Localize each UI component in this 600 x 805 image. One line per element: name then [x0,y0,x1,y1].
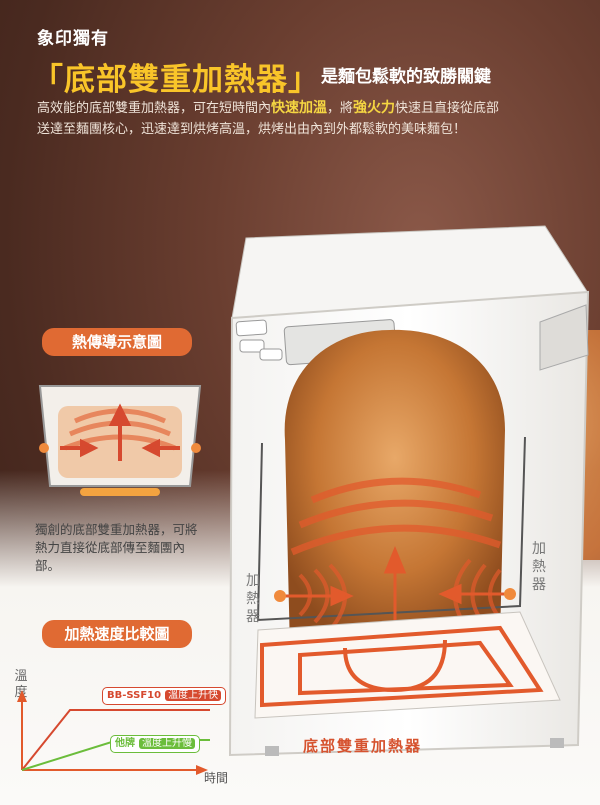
machine-foot-left [265,746,279,756]
heater-right-label: 加熱器 [532,541,546,593]
diagram-note: 獨創的底部雙重加熱器，可將熱力直接從底部傳至麵團內部。 [35,522,198,573]
legend-other: 他牌溫度上升慢 [110,735,200,753]
heater-left-label: 加熱器 [246,573,260,625]
control-button-3 [259,348,283,361]
intro-highlight-2: 強火力 [353,100,396,116]
heat-dot-right [504,588,516,600]
machine-foot-right [550,738,564,748]
legend-model-label: BB-SSF10 [107,690,162,701]
heat-dot-left [274,590,286,602]
headline-title: 「底部雙重加熱器」 [32,62,320,98]
bottom-heater-label: 底部雙重加熱器 [303,737,423,755]
heater-coil [260,625,544,708]
intro-highlight-1: 快速加溫 [271,100,328,116]
speed-title: 加熱速度比較圖 [42,620,192,648]
control-button-1 [235,319,268,337]
intro-part-3: 快速且直接從底部送達至麵團核心，迅速達到烘烤高溫，烘烤出由內到外都鬆軟的美味麵包… [37,101,500,137]
intro-part-2: ，將 [327,101,354,116]
intro-paragraph: 高效能的底部雙重加熱器，可在短時間內快速加溫，將強火力快速且直接從底部送達至麵團… [37,98,507,140]
bread-pan [256,436,526,622]
x-axis-label: 時間 [204,771,229,785]
control-button-2 [239,339,265,353]
intro-part-1: 高效能的底部雙重加熱器，可在短時間內 [37,101,272,116]
bread-loaf [284,329,505,650]
legend-model-desc: 溫度上升快 [165,690,222,701]
diagram-title: 熱傳導示意圖 [42,328,192,356]
subhead-text: 是麵包鬆軟的致勝關鍵 [321,67,491,87]
heater-coil-center [343,639,447,693]
heat-conduction-diagram [38,385,202,496]
legend-other-label: 他牌 [115,738,135,749]
machine-handle [539,304,589,371]
kicker-text: 象印獨有 [37,29,109,49]
legend-other-desc: 溫度上升慢 [139,738,195,749]
heat-waves [290,477,502,556]
